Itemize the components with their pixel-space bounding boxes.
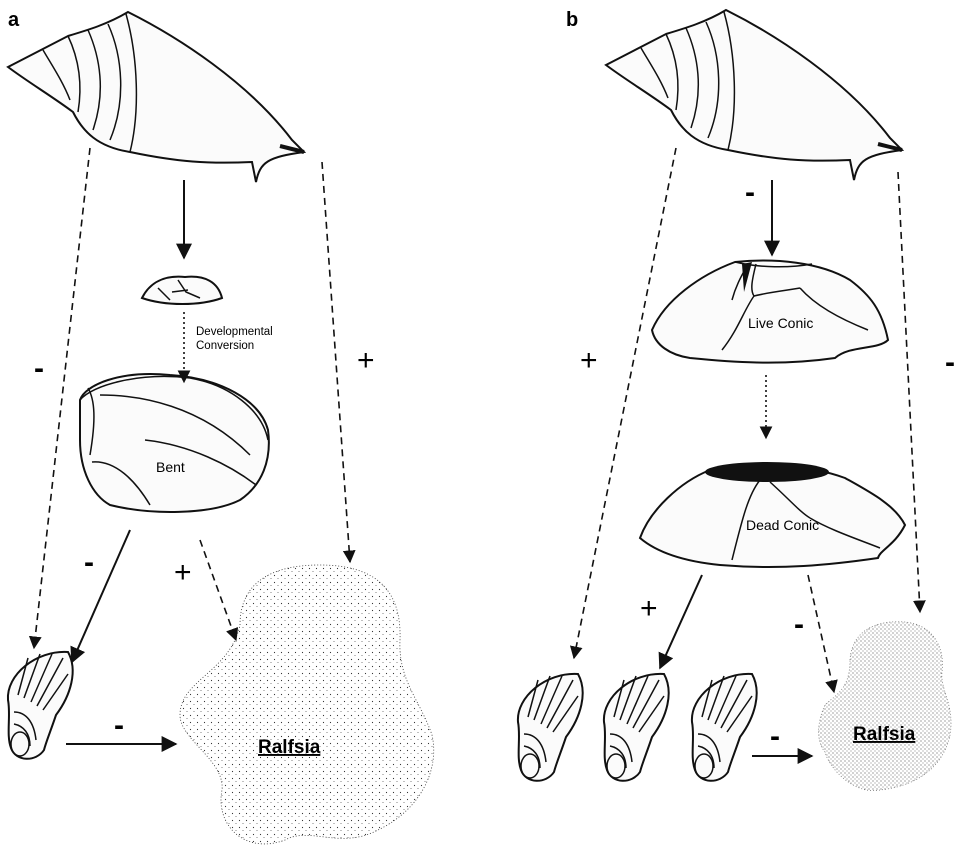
- sign-bent-to-ralfsia: +: [174, 556, 192, 589]
- ralfsia-crust-icon-a: [180, 565, 434, 844]
- arrow-bent-to-ralfsia: [200, 540, 236, 640]
- limpet-icon-b1: [518, 674, 583, 781]
- limpet-icon-a: [8, 652, 73, 759]
- arrow-bent-to-limpet: [72, 530, 130, 662]
- sign-snail-to-live-conic: -: [745, 176, 755, 209]
- sign-snail-to-limpet-a: -: [34, 352, 44, 385]
- panel-b-letter: b: [566, 9, 578, 31]
- live-conic-label: Live Conic: [748, 315, 813, 331]
- arrow-snail-to-ralfsia-a: [322, 162, 350, 562]
- bent-barnacle-icon: [80, 374, 269, 512]
- sign-limpet-to-ralfsia-a: -: [114, 709, 124, 742]
- snail-shell-icon-b: [606, 10, 902, 180]
- dead-conic-barnacle-icon: [640, 462, 905, 567]
- arrow-dead-conic-to-limpet: [660, 575, 702, 668]
- sign-snail-to-ralfsia-b: -: [945, 346, 955, 379]
- developmental-note-line1: Developmental: [196, 326, 273, 338]
- ralfsia-label-b: Ralfsia: [853, 724, 916, 745]
- bent-label: Bent: [156, 459, 185, 475]
- sign-dead-conic-to-limpet: +: [640, 592, 658, 625]
- panel-a-letter: a: [8, 9, 20, 31]
- developmental-note-line2: Conversion: [196, 340, 254, 352]
- sign-dead-conic-to-ralfsia: -: [794, 608, 804, 641]
- barnacle-small-icon: [142, 277, 222, 304]
- arrow-snail-to-limpet-b: [574, 148, 676, 658]
- arrow-dead-conic-to-ralfsia: [808, 575, 834, 692]
- live-conic-barnacle-icon: [652, 261, 888, 363]
- dead-conic-opening: [705, 462, 829, 482]
- sign-bent-to-limpet: -: [84, 546, 94, 579]
- sign-snail-to-limpet-b: +: [580, 344, 598, 377]
- ralfsia-crust-icon-b: [819, 622, 951, 791]
- sign-snail-to-ralfsia-a: +: [357, 344, 375, 377]
- snail-shell-icon-a: [8, 12, 304, 182]
- limpet-icon-b2: [604, 674, 669, 781]
- ralfsia-label-a: Ralfsia: [258, 737, 321, 758]
- dead-conic-label: Dead Conic: [746, 517, 819, 533]
- limpet-icon-b3: [692, 674, 757, 781]
- arrow-snail-to-ralfsia-b: [898, 172, 920, 612]
- sign-limpet-to-ralfsia-b: -: [770, 720, 780, 753]
